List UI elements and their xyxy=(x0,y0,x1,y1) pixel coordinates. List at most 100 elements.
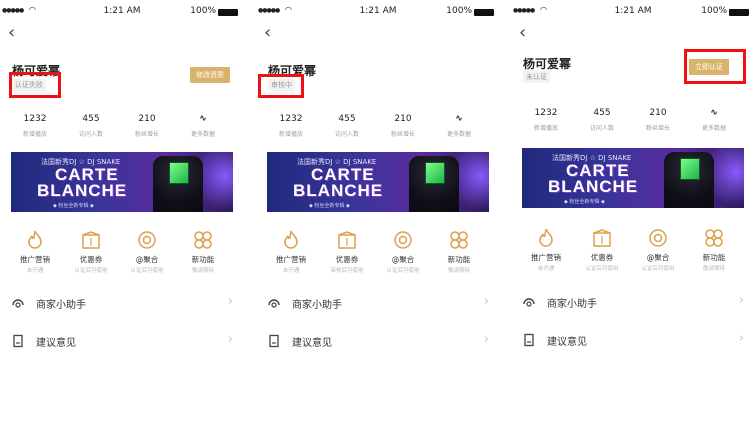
banner-subtitle: 法国新秀DJ ☆ DJ SNAKE xyxy=(297,158,377,166)
row-merchant-assistant[interactable]: 商家小助手 › xyxy=(513,292,753,314)
edit-qualification-button[interactable]: 修改资质 xyxy=(190,67,230,83)
phone-screen-auth-failed: ●●●●● ◠ 1:21 AM 100% ‹ 杨可爱幂 认证失败 修改资质 12… xyxy=(2,0,242,424)
merchant-name: 杨可爱幂 xyxy=(523,57,572,71)
stat-more-data[interactable]: ∿更多数据 xyxy=(431,113,487,138)
chevron-right-icon: › xyxy=(738,293,744,308)
banner-subtitle: 法国新秀DJ ☆ DJ SNAKE xyxy=(552,154,632,162)
at-icon xyxy=(394,231,412,249)
feature-new[interactable]: 新功能 敬请期待 xyxy=(175,229,231,274)
promo-banner[interactable]: 法国新秀DJ ☆ DJ SNAKE CARTE BLANCHE ◆ 粉丝全新专辑… xyxy=(11,152,233,212)
feature-at-aggregate[interactable]: @聚合 认证后可使用 xyxy=(630,227,686,272)
battery-icon xyxy=(218,9,238,16)
back-icon[interactable]: ‹ xyxy=(519,22,527,43)
battery-icon xyxy=(729,9,749,16)
status-bar: ●●●●● ◠ 1:21 AM 100% xyxy=(513,5,753,18)
battery-percent: 100% xyxy=(446,6,472,16)
stat-more-data[interactable]: ∿更多数据 xyxy=(175,113,231,138)
feature-promotion[interactable]: 推广营销 未开通 xyxy=(7,229,63,274)
grid-icon xyxy=(194,231,212,249)
row-feedback[interactable]: 建议意见 › xyxy=(2,331,242,353)
feature-coupon[interactable]: 优惠券 审核后可使用 xyxy=(319,229,375,274)
assistant-icon xyxy=(12,299,24,308)
promo-banner[interactable]: 法国新秀DJ ☆ DJ SNAKE CARTE BLANCHE ◆ 粉丝全新专辑… xyxy=(267,152,489,212)
dj-cube-head xyxy=(425,162,445,184)
banner-title-line2: BLANCHE xyxy=(548,177,639,196)
battery-percent: 100% xyxy=(190,6,216,16)
grid-icon xyxy=(450,231,468,249)
dj-cube-head xyxy=(169,162,189,184)
banner-title-line1: CARTE xyxy=(311,165,375,184)
wifi-icon: ◠ xyxy=(285,5,292,14)
feedback-icon xyxy=(13,334,23,348)
feature-grid: 推广营销 未开通 优惠券 认证后可使用 @聚合 认证后可使用 新功能 敬请期待 xyxy=(2,229,242,279)
highlight-box xyxy=(9,72,61,98)
at-icon xyxy=(138,231,156,249)
promo-banner[interactable]: 法国新秀DJ ☆ DJ SNAKE CARTE BLANCHE ◆ 粉丝全新专辑… xyxy=(522,148,744,208)
row-feedback[interactable]: 建议意见 › xyxy=(258,331,498,353)
signal-icon: ●●●●● xyxy=(513,7,535,14)
auth-status-tag: 审核中 xyxy=(268,79,295,91)
trend-icon: ∿ xyxy=(455,114,463,124)
row-merchant-assistant[interactable]: 商家小助手 › xyxy=(2,293,242,315)
feature-promotion[interactable]: 推广营销 未开通 xyxy=(518,227,574,272)
row-feedback[interactable]: 建议意见 › xyxy=(513,330,753,352)
assistant-icon xyxy=(523,298,535,307)
status-bar: ●●●●● ◠ 1:21 AM 100% xyxy=(2,5,242,18)
feature-coupon[interactable]: 优惠券 认证后可使用 xyxy=(63,229,119,274)
signal-icon: ●●●●● xyxy=(258,7,280,14)
dj-cube-head xyxy=(680,158,700,180)
feature-at-aggregate[interactable]: @聚合 认证后可使用 xyxy=(119,229,175,274)
banner-title-line1: CARTE xyxy=(55,165,119,184)
phone-screen-unverified: ●●●●● ◠ 1:21 AM 100% ‹ 杨可爱幂 未认证 立即认证 123… xyxy=(513,0,753,424)
back-icon[interactable]: ‹ xyxy=(264,22,272,43)
verify-now-button[interactable]: 立即认证 xyxy=(689,59,729,75)
status-time: 1:21 AM xyxy=(614,6,652,16)
chevron-right-icon: › xyxy=(483,332,489,347)
banner-title-line2: BLANCHE xyxy=(37,181,128,200)
feature-at-aggregate[interactable]: @聚合 认证后可使用 xyxy=(375,229,431,274)
row-merchant-assistant[interactable]: 商家小助手 › xyxy=(258,293,498,315)
auth-status-tag: 认证失败 xyxy=(12,79,46,91)
feature-coupon[interactable]: 优惠券 认证后可使用 xyxy=(574,227,630,272)
chevron-right-icon: › xyxy=(738,331,744,346)
trend-icon: ∿ xyxy=(199,114,207,124)
feature-new[interactable]: 新功能 敬请期待 xyxy=(431,229,487,274)
chevron-right-icon: › xyxy=(227,332,233,347)
banner-subtitle: 法国新秀DJ ☆ DJ SNAKE xyxy=(41,158,121,166)
chevron-right-icon: › xyxy=(483,294,489,309)
battery-percent: 100% xyxy=(701,6,727,16)
status-bar: ●●●●● ◠ 1:21 AM 100% xyxy=(258,5,498,18)
banner-title-line2: BLANCHE xyxy=(293,181,384,200)
stat-more-data[interactable]: ∿更多数据 xyxy=(686,107,742,132)
back-icon[interactable]: ‹ xyxy=(8,22,16,43)
coupon-icon xyxy=(593,229,611,247)
wifi-icon: ◠ xyxy=(29,5,36,14)
coupon-icon xyxy=(338,231,356,249)
feature-promotion[interactable]: 推广营销 未开通 xyxy=(263,229,319,274)
grid-icon xyxy=(705,229,723,247)
banner-caption: ◆ 粉丝全新专辑 ◆ xyxy=(309,203,350,209)
highlight-box xyxy=(258,74,304,98)
flame-icon xyxy=(284,230,298,249)
status-time: 1:21 AM xyxy=(359,6,397,16)
trend-icon: ∿ xyxy=(710,108,718,118)
assistant-icon xyxy=(268,299,280,308)
banner-title-line1: CARTE xyxy=(566,161,630,180)
flame-icon xyxy=(539,228,553,247)
feature-grid: 推广营销 未开通 优惠券 认证后可使用 @聚合 认证后可使用 新功能 敬请期待 xyxy=(513,227,753,277)
at-icon xyxy=(649,229,667,247)
feature-new[interactable]: 新功能 敬请期待 xyxy=(686,227,742,272)
chevron-right-icon: › xyxy=(227,294,233,309)
